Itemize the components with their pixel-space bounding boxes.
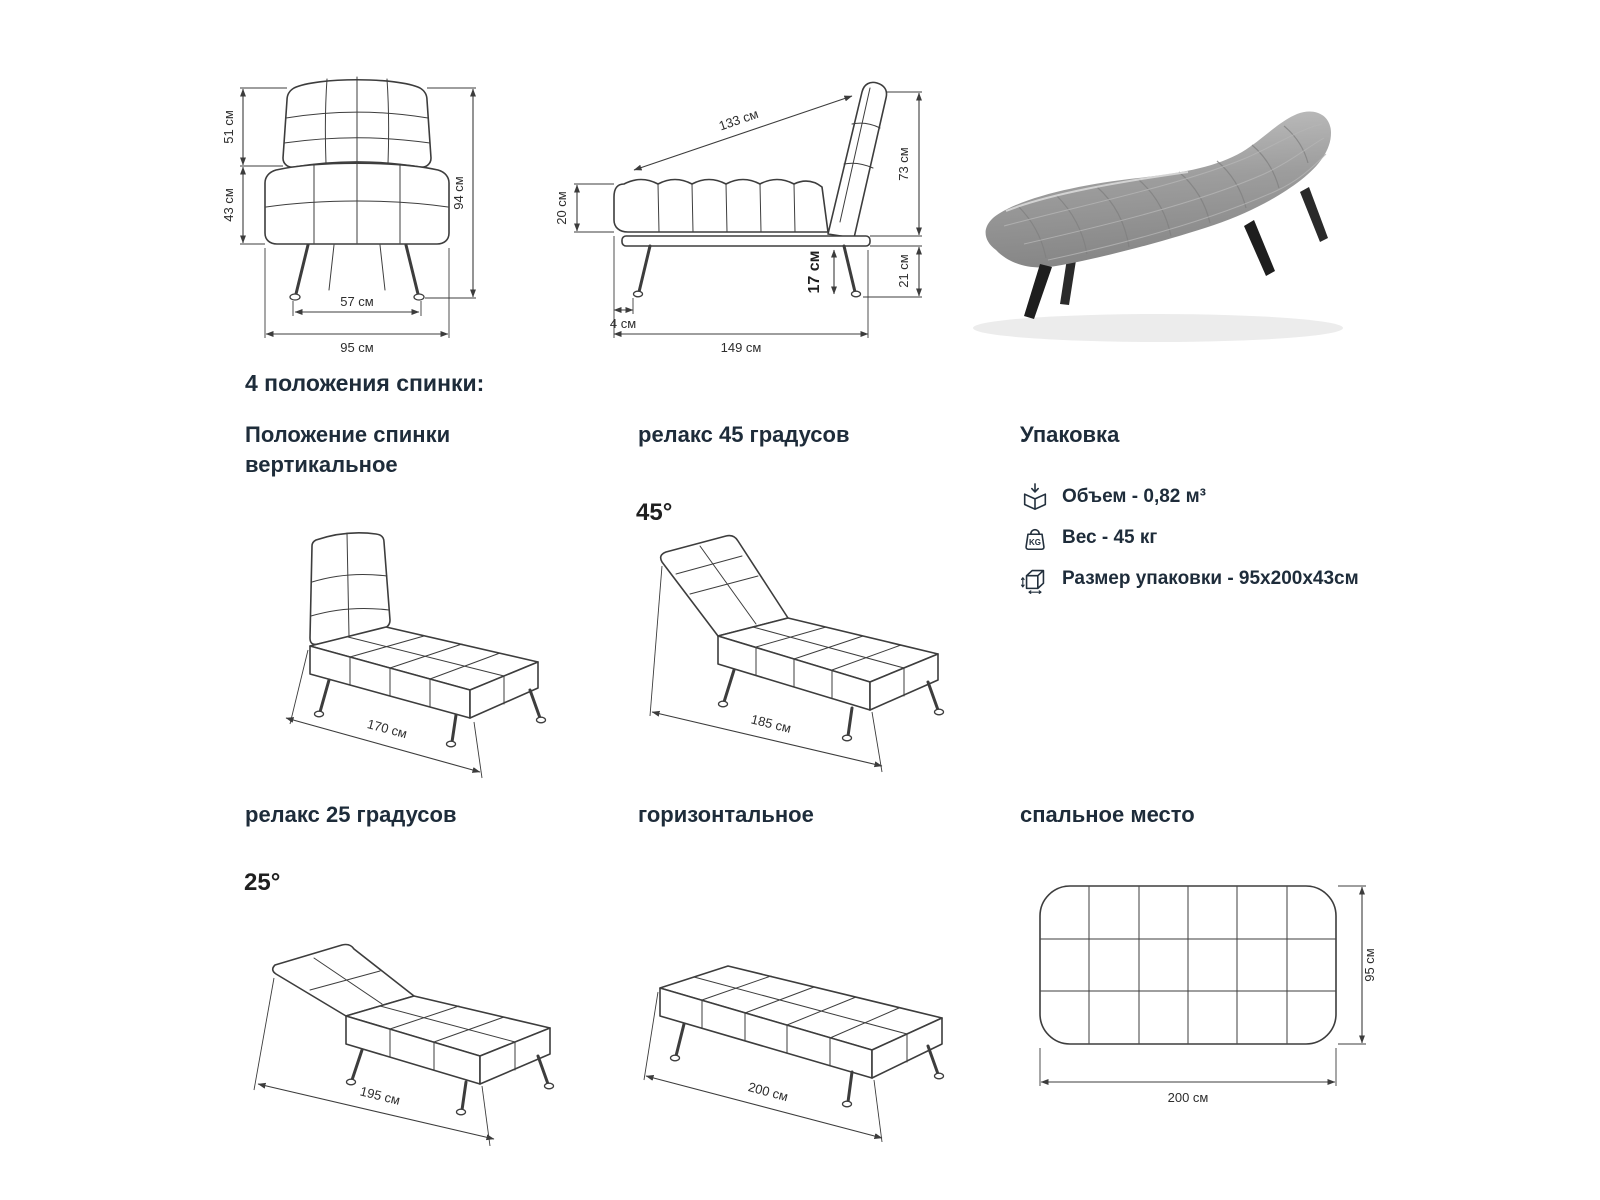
dim-total-height: 94 см (451, 176, 466, 210)
relax25-chaise-drawing (271, 943, 555, 1116)
dim-sleeping-width: 95 см (1362, 948, 1377, 982)
section-title-sleeping: спальное место (1020, 802, 1195, 827)
angle-25-label: 25° (244, 869, 280, 896)
dim-back-height: 51 см (222, 110, 236, 144)
section-title-packaging: Упаковка (1020, 422, 1120, 447)
packaging-size-text: Размер упаковки - 95x200x43см (1062, 568, 1359, 589)
position-relax25-diagram: 25° 195 см (244, 869, 555, 1147)
positions-heading: 4 положения спинки: (245, 370, 485, 396)
dim-relax25-length: 195 см (359, 1083, 402, 1107)
position-vertical-diagram: 170 см (285, 532, 547, 779)
dim-seat-height: 43 см (222, 188, 236, 222)
vertical-chaise-drawing (309, 532, 547, 748)
mattress-top-view (1039, 885, 1337, 1045)
dim-legs-span: 57 см (340, 294, 374, 309)
sleeping-place-diagram: 95 см 200 см (1039, 885, 1377, 1105)
packaging-volume-text: Объем - 0,82 м³ (1062, 486, 1207, 507)
side-view-diagram: 133 см 20 см 73 см 21 см 17 см 4 см 149 … (554, 81, 922, 355)
position-relax45-diagram: 45° 185 см (636, 499, 945, 773)
section-title-vertical-line2: вертикальное (245, 452, 398, 477)
angle-45-label: 45° (636, 499, 672, 526)
horizontal-chaise-drawing (659, 965, 945, 1108)
side-view-dimensions: 133 см 20 см 73 см 21 см 17 см 4 см 149 … (554, 91, 922, 355)
dim-seat-front-height: 20 см (554, 191, 569, 225)
dim-sleeping-length: 200 см (1168, 1090, 1209, 1105)
product-photo (973, 111, 1343, 342)
section-title-horizontal: горизонтальное (638, 802, 814, 827)
front-chair-drawing (264, 76, 450, 301)
packaging-size-row: Размер упаковки - 95x200x43см (1020, 564, 1359, 594)
section-title-vertical-line1: Положение спинки (245, 422, 451, 447)
dim-total-width: 95 см (340, 340, 374, 355)
volume-box-icon (1023, 483, 1047, 510)
packaging-info: Объем - 0,82 м³ KG Вес - 45 кг Размер уп… (1020, 482, 1359, 605)
position-horizontal-diagram: 200 см (643, 965, 945, 1143)
dim-backrest-height: 73 см (896, 147, 911, 181)
section-title-vertical: Положение спинки вертикальное (245, 420, 505, 480)
weight-kg-icon: KG (1025, 528, 1045, 551)
section-title-relax25: релакс 25 градусов (245, 802, 457, 827)
dim-leg-height: 21 см (896, 254, 911, 288)
kg-icon-label: KG (1029, 538, 1041, 547)
chaise-back-legs (1060, 187, 1328, 305)
section-title-relax45: релакс 45 градусов (638, 422, 850, 447)
front-view-dimensions: 51 см 43 см 94 см 57 см 95 см (222, 87, 476, 355)
packaging-weight-row: KG Вес - 45 кг (1020, 523, 1359, 553)
dim-front-offset: 4 см (610, 316, 636, 331)
packaging-volume-row: Объем - 0,82 м³ (1020, 482, 1359, 512)
sleeping-dimensions: 95 см 200 см (1039, 885, 1377, 1105)
dim-horizontal-length: 200 см (747, 1079, 790, 1104)
dim-vertical-length: 170 см (366, 716, 409, 741)
front-view-diagram: 51 см 43 см 94 см 57 см 95 см (222, 76, 476, 355)
dim-under-seat: 17 см (806, 251, 823, 294)
floor-shadow (973, 314, 1343, 342)
dim-relax45-length: 185 см (750, 711, 793, 735)
chaise-body (985, 111, 1331, 268)
chaise-front-legs (1024, 220, 1275, 319)
dim-total-length: 149 см (721, 340, 762, 355)
packaging-weight-text: Вес - 45 кг (1062, 527, 1158, 548)
relax45-chaise-drawing (659, 534, 945, 742)
side-chair-drawing (613, 81, 888, 298)
package-size-icon (1020, 569, 1045, 594)
